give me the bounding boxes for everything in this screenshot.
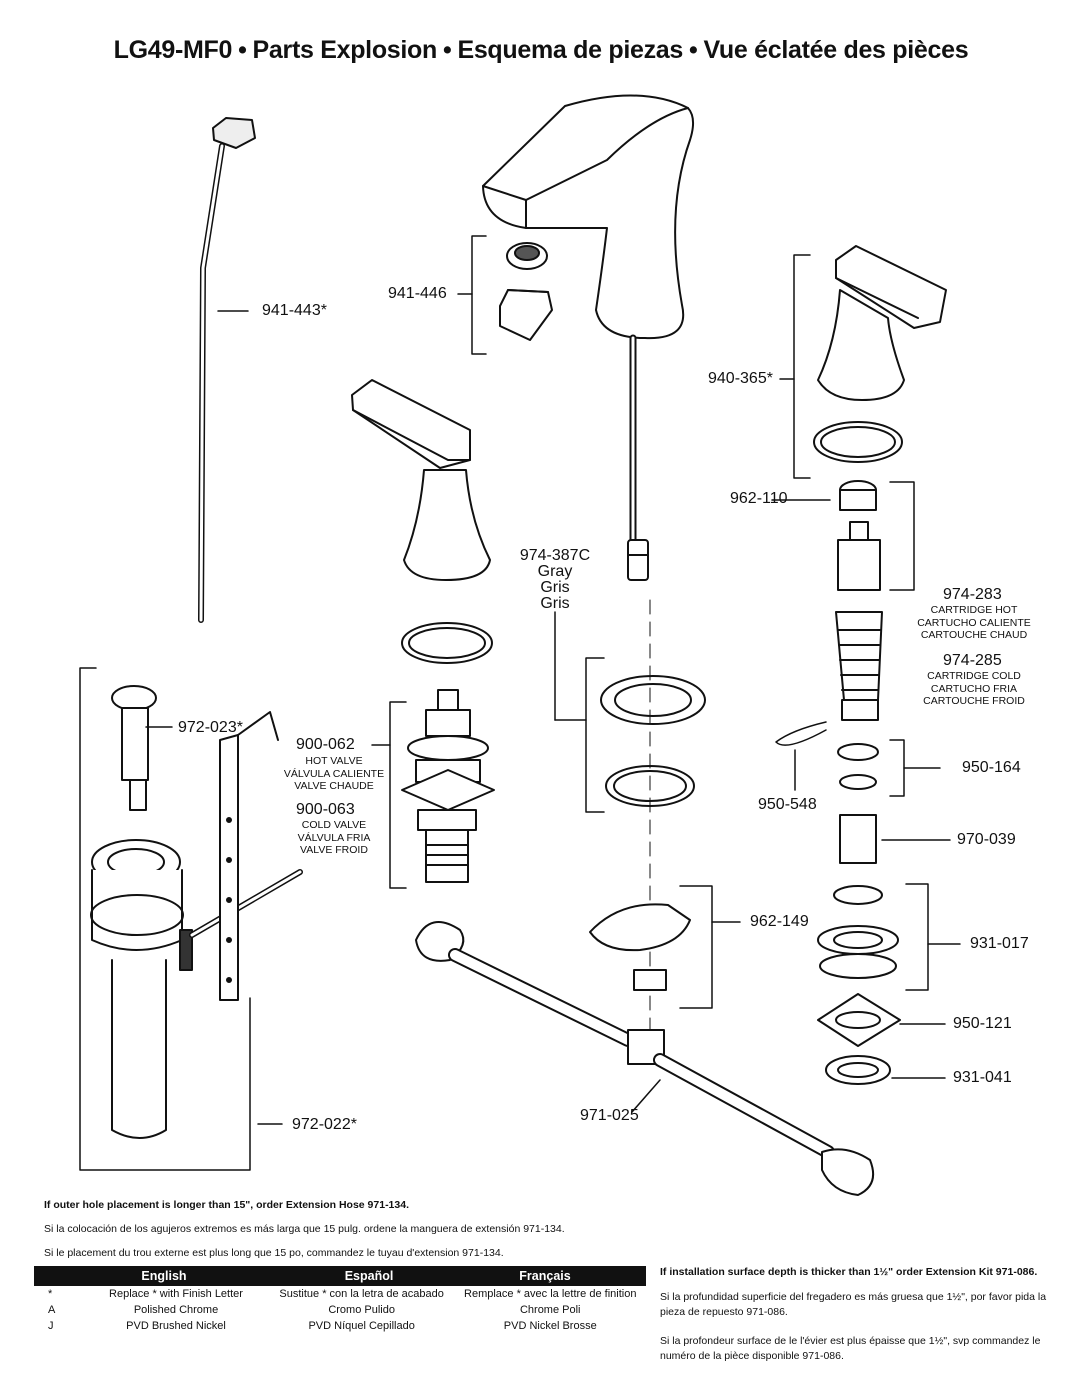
- hot-valve: [401, 689, 495, 883]
- legend-row: A Polished Chrome Cromo Pulido Chrome Po…: [48, 1304, 581, 1316]
- note-hose-french: Si le placement du trou externe est plus…: [44, 1247, 504, 1259]
- pop-up-drain: [90, 685, 303, 1139]
- part-931-041: 931-041: [953, 1069, 1012, 1086]
- cartridge-stack: [817, 480, 901, 1085]
- legend-header-french: Français: [519, 1269, 571, 1283]
- hose-assembly: [415, 921, 874, 1196]
- part-941-443: 941-443*: [262, 302, 327, 319]
- legend-header-spanish: Español: [344, 1269, 394, 1283]
- part-950-548: 950-548: [758, 796, 817, 813]
- hot-handle: [351, 379, 493, 664]
- lift-rod: [198, 117, 256, 623]
- aerator: [499, 242, 553, 341]
- part-971-025: 971-025: [580, 1107, 639, 1124]
- part-974-283: 974-283: [943, 586, 1002, 603]
- part-974-285: 974-285: [943, 652, 1002, 669]
- part-941-446: 941-446: [388, 285, 447, 302]
- part-970-039: 970-039: [957, 831, 1016, 848]
- cold-handle: [813, 245, 947, 463]
- title-spanish: Esquema de piezas: [457, 36, 684, 64]
- part-974-283-description: CARTRIDGE HOT CARTUCHO CALIENTE CARTOUCH…: [917, 604, 1031, 641]
- model-number: LG49-MF0: [113, 36, 233, 64]
- part-972-022: 972-022*: [292, 1116, 357, 1133]
- legend-header: English Español Français: [34, 1266, 646, 1286]
- spout-gaskets: [600, 599, 706, 1061]
- part-900-063-description: COLD VALVE VÁLVULA FRIA VALVE FROID: [297, 819, 371, 856]
- part-900-063: 900-063: [296, 801, 355, 818]
- note-hose-english: If outer hole placement is longer than 1…: [44, 1199, 409, 1211]
- legend-row: * Replace * with Finish Letter Sustitue …: [48, 1288, 637, 1300]
- legend-row: J PVD Brushed Nickel PVD Níquel Cepillad…: [48, 1320, 597, 1332]
- faucet-spout: [482, 94, 694, 581]
- title-french: Vue éclatée des pièces: [703, 36, 969, 64]
- part-940-365: 940-365*: [708, 370, 773, 387]
- note-kit-english: If installation surface depth is thicker…: [660, 1266, 1038, 1278]
- part-950-164: 950-164: [962, 759, 1021, 776]
- page-title: LG49-MF0•Parts Explosion•Esquema de piez…: [113, 36, 969, 64]
- part-950-121: 950-121: [953, 1015, 1012, 1032]
- part-931-017: 931-017: [970, 935, 1029, 952]
- note-hose-spanish: Si la colocación de los agujeros extremo…: [44, 1223, 565, 1235]
- part-900-062-description: HOT VALVE VÁLVULA CALIENTE VALVE CHAUDE: [283, 755, 385, 792]
- finish-legend: English Español Français * Replace * wit…: [34, 1266, 646, 1334]
- legend-header-english: English: [141, 1269, 187, 1283]
- part-962-110: 962-110: [730, 490, 788, 507]
- title-english: Parts Explosion: [252, 36, 438, 64]
- part-900-062: 900-062: [296, 736, 355, 753]
- part-974-387c: 974-387C Gray Gris Gris: [519, 547, 591, 612]
- note-kit-spanish: Si la profundidad superficie del fregade…: [660, 1291, 1047, 1318]
- note-kit-french: Si la profondeur surface de le l'évier e…: [660, 1335, 1041, 1362]
- part-974-285-description: CARTRIDGE COLD CARTUCHO FRIA CARTOUCHE F…: [923, 670, 1025, 707]
- part-972-023: 972-023*: [178, 719, 243, 736]
- mounting-bracket: [589, 903, 691, 991]
- part-962-149: 962-149: [750, 913, 809, 930]
